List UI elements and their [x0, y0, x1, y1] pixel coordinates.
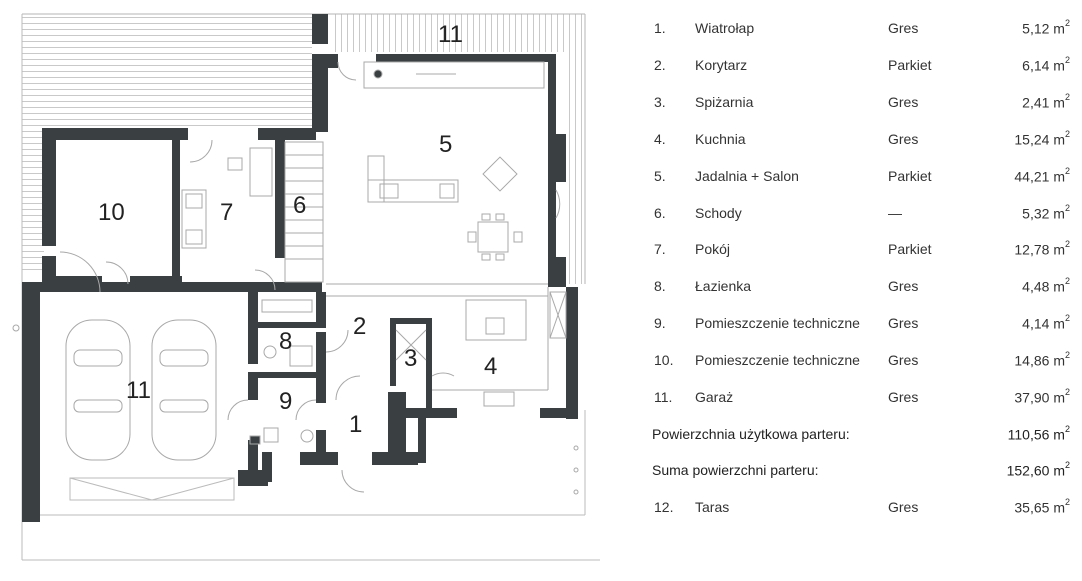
room-floor: Gres [888, 315, 919, 331]
room-floor: Gres [888, 352, 919, 368]
room-name: Pomieszczenie techniczne [695, 352, 860, 368]
room-area: 15,24 m2 [1014, 129, 1070, 148]
terrace-hatching [22, 13, 586, 284]
room-floor: Parkiet [888, 241, 932, 257]
room-label-3: 3 [404, 345, 417, 372]
room-number: 9. [654, 315, 666, 331]
table-row: 11. Garaż Gres 37,90 m2 [640, 387, 1070, 411]
room-area: 35,65 m2 [1014, 497, 1070, 516]
room-number: 1. [654, 20, 666, 36]
room-number: 5. [654, 168, 666, 184]
table-row: 9. Pomieszczenie techniczne Gres 4,14 m2 [640, 313, 1070, 337]
table-row: 3. Spiżarnia Gres 2,41 m2 [640, 92, 1070, 116]
room-number: 10. [654, 352, 674, 368]
room-label-6: 6 [293, 192, 306, 219]
room-number: 12. [654, 499, 674, 515]
room-floor: Gres [888, 278, 919, 294]
total-area-value: 152,60 m2 [1006, 460, 1070, 479]
room-label-11-garage: 11 [126, 377, 151, 404]
interior-lines [12, 61, 579, 495]
room-area: 6,14 m2 [1022, 55, 1070, 74]
room-floor: Parkiet [888, 57, 932, 73]
room-floor: Gres [888, 499, 919, 515]
room-number: 6. [654, 205, 666, 221]
room-floor: Gres [888, 131, 919, 147]
room-number: 8. [654, 278, 666, 294]
room-area: 4,14 m2 [1022, 313, 1070, 332]
table-row: 8. Łazienka Gres 4,48 m2 [640, 276, 1070, 300]
room-name: Wiatrołap [695, 20, 755, 36]
room-name: Schody [695, 205, 742, 221]
room-area: 2,41 m2 [1022, 92, 1070, 111]
terrace-row: 12. Taras Gres 35,65 m2 [640, 497, 1070, 521]
room-name: Pokój [695, 241, 731, 257]
room-number: 2. [654, 57, 666, 73]
room-label-1: 1 [349, 411, 362, 438]
room-label-9: 9 [279, 388, 292, 415]
table-row: 6. Schody — 5,32 m2 [640, 203, 1070, 227]
room-floor: Parkiet [888, 168, 932, 184]
room-label-5: 5 [439, 131, 452, 158]
room-name: Taras [695, 499, 730, 515]
room-area: 4,48 m2 [1022, 276, 1070, 295]
room-number: 11. [654, 389, 673, 405]
floor-plan: 1 2 3 4 5 6 7 8 9 10 11 11 [12, 13, 600, 561]
table-row: 7. Pokój Parkiet 12,78 m2 [640, 239, 1070, 263]
room-label-11-terrace: 11 [438, 21, 463, 48]
table-row: 4. Kuchnia Gres 15,24 m2 [640, 129, 1070, 153]
room-name: Korytarz [695, 57, 748, 73]
room-floor: Gres [888, 389, 919, 405]
room-label-10: 10 [98, 199, 125, 226]
room-area: 14,86 m2 [1014, 350, 1070, 369]
room-label-2: 2 [353, 313, 366, 340]
table-row: 1. Wiatrołap Gres 5,12 m2 [640, 18, 1070, 42]
walls [22, 14, 578, 522]
room-area: 12,78 m2 [1014, 239, 1070, 258]
usable-area-summary: Powierzchnia użytkowa parteru: 110,56 m2 [640, 424, 1070, 448]
total-area-summary: Suma powierzchni parteru: 152,60 m2 [640, 460, 1070, 484]
room-floor: Gres [888, 20, 919, 36]
room-number: 3. [654, 94, 666, 110]
room-name: Spiżarnia [695, 94, 754, 110]
room-area: 5,12 m2 [1022, 18, 1070, 37]
room-floor: — [888, 205, 902, 221]
room-name: Jadalnia + Salon [695, 168, 799, 184]
room-label-8: 8 [279, 328, 292, 355]
room-labels: 1 2 3 4 5 6 7 8 9 10 11 11 [98, 21, 497, 438]
room-area: 44,21 m2 [1014, 166, 1070, 185]
room-name: Łazienka [695, 278, 752, 294]
room-number: 7. [654, 241, 666, 257]
usable-area-label: Powierzchnia użytkowa parteru: [652, 426, 850, 442]
room-area: 37,90 m2 [1014, 387, 1070, 406]
room-name: Kuchnia [695, 131, 746, 147]
room-label-4: 4 [484, 353, 497, 380]
room-number: 4. [654, 131, 666, 147]
room-label-7: 7 [220, 199, 233, 226]
room-area: 5,32 m2 [1022, 203, 1070, 222]
table-row: 2. Korytarz Parkiet 6,14 m2 [640, 55, 1070, 79]
table-row: 10. Pomieszczenie techniczne Gres 14,86 … [640, 350, 1070, 374]
total-area-label: Suma powierzchni parteru: [652, 462, 819, 478]
room-name: Garaż [695, 389, 734, 405]
room-name: Pomieszczenie techniczne [695, 315, 860, 331]
table-row: 5. Jadalnia + Salon Parkiet 44,21 m2 [640, 166, 1070, 190]
usable-area-value: 110,56 m2 [1007, 424, 1070, 443]
room-floor: Gres [888, 94, 919, 110]
